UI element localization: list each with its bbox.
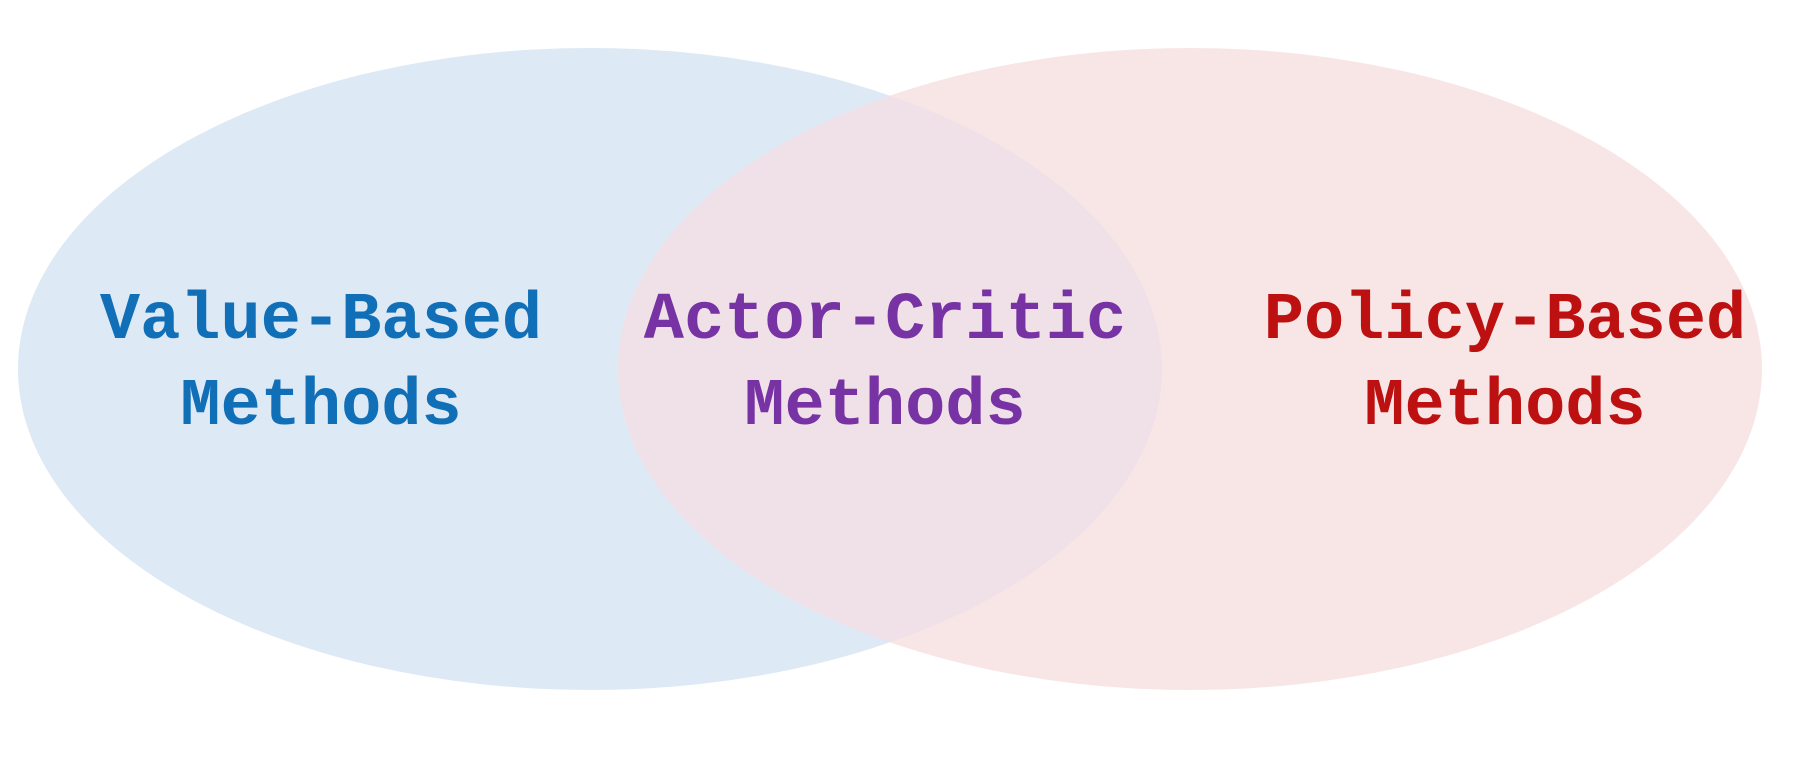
label-policy-based-line2: Methods <box>1364 369 1646 445</box>
overlap-region <box>618 48 1162 690</box>
label-value-based-line2: Methods <box>180 369 462 445</box>
label-policy-based: Policy-Based Methods <box>1264 278 1746 450</box>
label-value-based: Value-Based Methods <box>100 278 542 450</box>
label-policy-based-line1: Policy-Based <box>1263 283 1747 359</box>
label-actor-critic-line1: Actor-Critic <box>643 283 1127 359</box>
label-value-based-line1: Value-Based <box>99 283 543 359</box>
label-actor-critic: Actor-Critic Methods <box>644 278 1126 450</box>
label-actor-critic-line2: Methods <box>744 369 1026 445</box>
